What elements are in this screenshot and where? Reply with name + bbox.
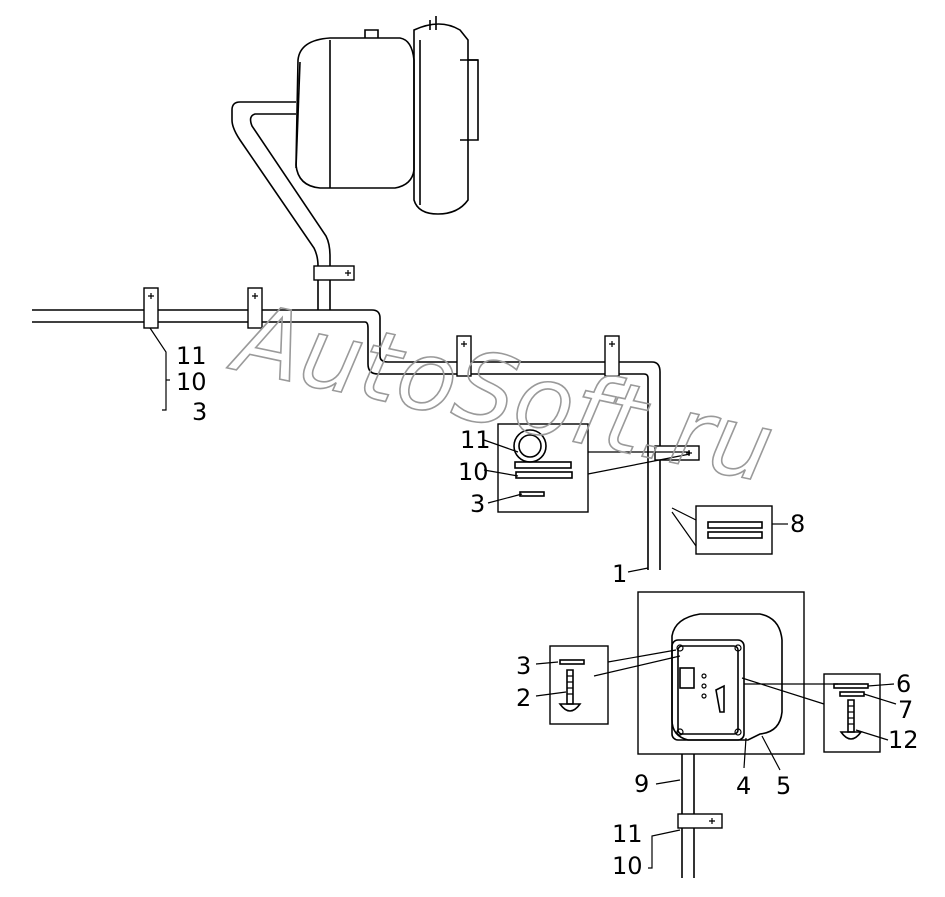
leader-1 — [627, 567, 649, 573]
label-screw-2: 2 — [516, 684, 531, 712]
label-screw-12: 12 — [888, 726, 919, 754]
label-detail-10: 10 — [458, 458, 489, 486]
label-screw-7: 7 — [898, 696, 913, 724]
label-socket-5: 5 — [776, 772, 791, 800]
label-left-10: 10 — [176, 368, 207, 396]
label-left-11: 11 — [176, 342, 207, 370]
label-cable-9: 9 — [634, 770, 649, 798]
main-cable — [32, 309, 661, 570]
leader-3-left — [535, 661, 559, 665]
bottom-callout — [648, 829, 681, 869]
compressor-icon — [295, 16, 479, 215]
label-detail-11: 11 — [460, 426, 491, 454]
screw-icon-right — [741, 673, 881, 753]
label-left-3: 3 — [192, 398, 207, 426]
pad-inset — [671, 505, 788, 555]
clamp-icon — [313, 265, 355, 281]
leader-4 — [743, 737, 747, 769]
label-pad-8: 8 — [790, 510, 805, 538]
leader-7 — [863, 693, 897, 705]
clamps-main — [143, 287, 700, 461]
label-bottom-11: 11 — [612, 820, 643, 848]
label-screw-6: 6 — [896, 670, 911, 698]
screw-icon — [549, 645, 681, 725]
label-bottom-10: 10 — [612, 852, 643, 880]
leader-6 — [867, 683, 895, 687]
socket-box-icon — [637, 591, 805, 755]
left-callout — [149, 327, 170, 411]
compressor-pipe — [231, 101, 331, 310]
leader-9 — [655, 779, 681, 785]
label-screw-3: 3 — [516, 652, 531, 680]
leader-12 — [855, 729, 889, 741]
clamp-detail-inset — [497, 423, 691, 513]
label-cable-1: 1 — [612, 560, 627, 588]
leader-5 — [761, 735, 781, 771]
detail-leaders — [483, 439, 523, 504]
clamp-lower — [677, 813, 723, 829]
label-detail-3: 3 — [470, 490, 485, 518]
label-socket-4: 4 — [736, 772, 751, 800]
leader-2 — [535, 691, 567, 697]
